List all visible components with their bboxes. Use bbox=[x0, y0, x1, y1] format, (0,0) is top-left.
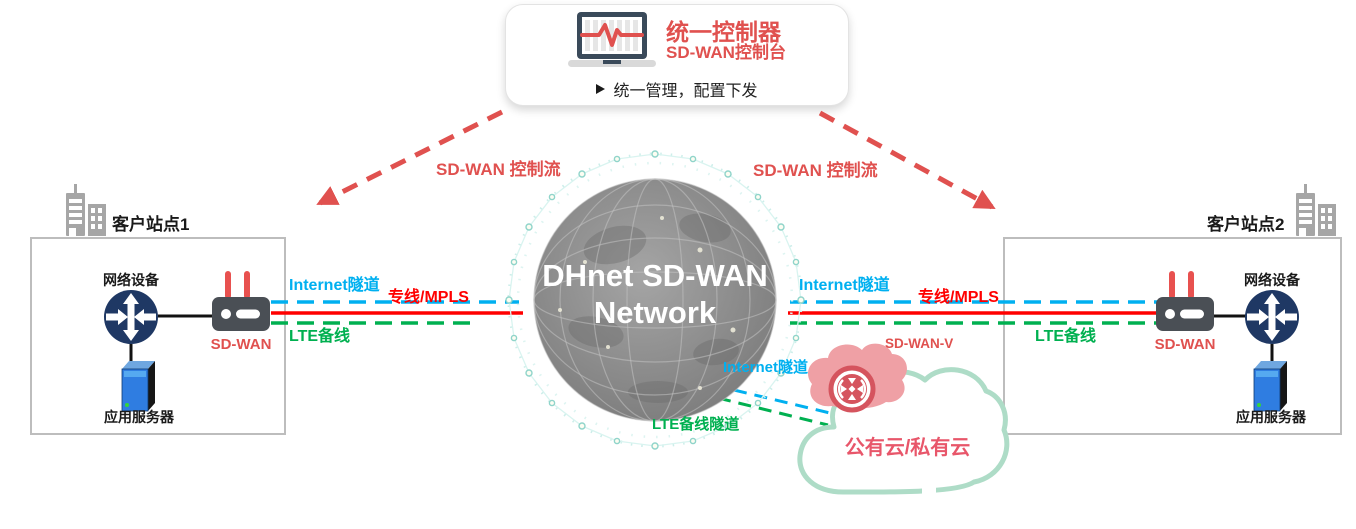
lte-label-right: LTE备线 bbox=[1035, 328, 1097, 345]
cloud-outline-gap bbox=[922, 485, 936, 497]
internet-tunnel-label-left: Internet隧道 bbox=[289, 277, 380, 294]
sdwan-v-node bbox=[807, 343, 907, 413]
controller-bullet-text: 统一管理，配置下发 bbox=[613, 82, 758, 100]
building-icon-site1 bbox=[66, 184, 106, 236]
mesh-ring-outer bbox=[507, 152, 803, 448]
controller-title: 统一控制器 bbox=[666, 18, 782, 45]
site1-app-server-label: 应用服务器 bbox=[104, 409, 174, 425]
mesh-web bbox=[508, 153, 802, 447]
site2-name: 客户站点2 bbox=[1207, 215, 1285, 234]
laptop-monitor-icon bbox=[568, 11, 657, 67]
lte-label-left: LTE备线 bbox=[289, 328, 351, 345]
site2-network-device-label: 网络设备 bbox=[1244, 272, 1300, 288]
internet-tunnel-label-right: Internet隧道 bbox=[799, 277, 890, 294]
globe: DHnet SD-WAN Network bbox=[505, 150, 805, 450]
site1-name: 客户站点1 bbox=[112, 215, 190, 234]
lte-tunnel-label-cloud: LTE备线隧道 bbox=[652, 416, 740, 433]
cloud-label: 公有云/私有云 bbox=[844, 437, 971, 459]
internet-tunnel-label-cloud: Internet隧道 bbox=[723, 359, 809, 376]
site1-network-device-label: 网络设备 bbox=[103, 272, 159, 288]
controller-bullet-row: 统一管理，配置下发 bbox=[596, 77, 758, 101]
site2-app-server-label: 应用服务器 bbox=[1236, 409, 1306, 425]
sdwan-v-label: SD-WAN-V bbox=[885, 336, 954, 351]
globe-sphere bbox=[534, 179, 776, 421]
building-icon-site2 bbox=[1296, 184, 1336, 236]
globe-grid bbox=[533, 178, 777, 422]
globe-sparkles bbox=[558, 216, 736, 390]
globe-title-line1: DHnet SD-WAN bbox=[542, 258, 768, 293]
arrow-bullet-icon bbox=[596, 83, 606, 94]
site1-sdwan-label: SD-WAN bbox=[210, 336, 272, 353]
site1-box bbox=[30, 237, 286, 435]
globe-title-line2: Network bbox=[594, 295, 717, 330]
controller-header: 统一控制器 SD-WAN控制台 bbox=[568, 11, 786, 70]
internet-tunnel-line-cloud bbox=[733, 388, 835, 416]
mpls-label-left: 专线/MPLS bbox=[388, 289, 469, 306]
control-flow-label-left: SD-WAN 控制流 bbox=[436, 160, 561, 179]
mpls-label-right: 专线/MPLS bbox=[918, 289, 999, 306]
control-flow-label-right: SD-WAN 控制流 bbox=[753, 161, 878, 180]
controller-subtitle: SD-WAN控制台 bbox=[666, 42, 786, 62]
globe-continents bbox=[568, 213, 739, 403]
mesh-ring-inner bbox=[516, 161, 794, 439]
mesh-nodes bbox=[505, 150, 805, 450]
pink-cloud bbox=[807, 343, 907, 409]
controller-card: 统一控制器 SD-WAN控制台 统一管理，配置下发 bbox=[505, 4, 849, 106]
site2-sdwan-label: SD-WAN bbox=[1154, 336, 1216, 353]
vrouter-icon bbox=[828, 365, 876, 413]
